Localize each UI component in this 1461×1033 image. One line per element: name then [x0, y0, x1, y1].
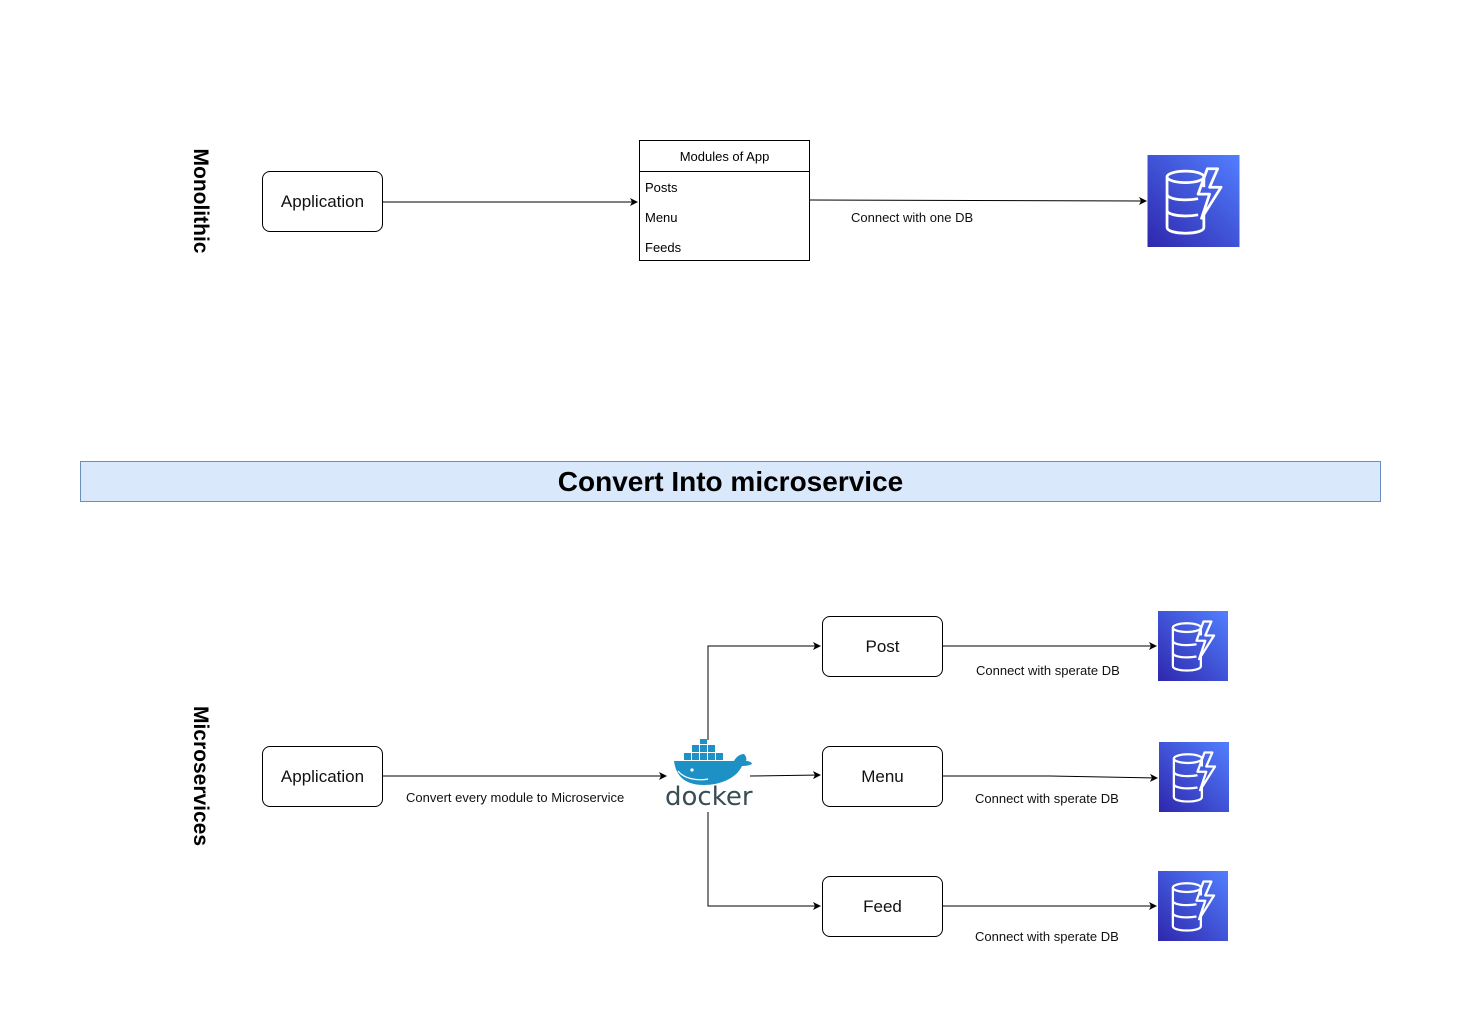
- edge-menu-to-db: [943, 773, 1158, 782]
- banner-title: Convert Into microservice: [557, 465, 904, 497]
- module-item-posts: Posts: [645, 179, 678, 195]
- edge-docker-to-feed: [707, 812, 821, 910]
- dynamodb-icon: [1147, 155, 1240, 247]
- edge-modules-to-db: [809, 196, 1147, 205]
- section-divider-banner: Convert Into microservice: [80, 461, 1381, 502]
- edge-label-one-db: Connect with one DB: [850, 210, 975, 225]
- edge-label-post-db: Connect with sperate DB: [975, 663, 1121, 678]
- edge-docker-to-menu: [749, 771, 821, 780]
- module-item-menu: Menu: [645, 209, 678, 225]
- edge-label-convert: Convert every module to Microservice: [405, 790, 626, 805]
- edge-docker-to-post: [707, 642, 821, 740]
- docker-label: docker: [665, 782, 753, 812]
- application-node-micro[interactable]: Application: [262, 746, 383, 807]
- section-label-monolithic: Monolithic: [189, 148, 212, 254]
- module-item-feeds: Feeds: [645, 239, 682, 255]
- dynamodb-icon-feed: [1158, 871, 1228, 941]
- service-node-post[interactable]: Post: [822, 616, 943, 677]
- dynamodb-icon-post: [1158, 611, 1228, 681]
- service-node-menu[interactable]: Menu: [822, 746, 943, 807]
- service-node-feed[interactable]: Feed: [822, 876, 943, 937]
- application-node[interactable]: Application: [262, 171, 383, 232]
- docker-icon[interactable]: docker: [664, 739, 754, 813]
- dynamodb-icon-menu: [1159, 742, 1229, 812]
- modules-container[interactable]: Modules of App Posts Menu Feeds: [639, 140, 810, 261]
- edge-label-menu-db: Connect with sperate DB: [974, 791, 1120, 806]
- section-label-microservices: Microservices: [189, 705, 212, 847]
- edge-label-feed-db: Connect with sperate DB: [974, 929, 1120, 944]
- modules-header: Modules of App: [640, 141, 809, 172]
